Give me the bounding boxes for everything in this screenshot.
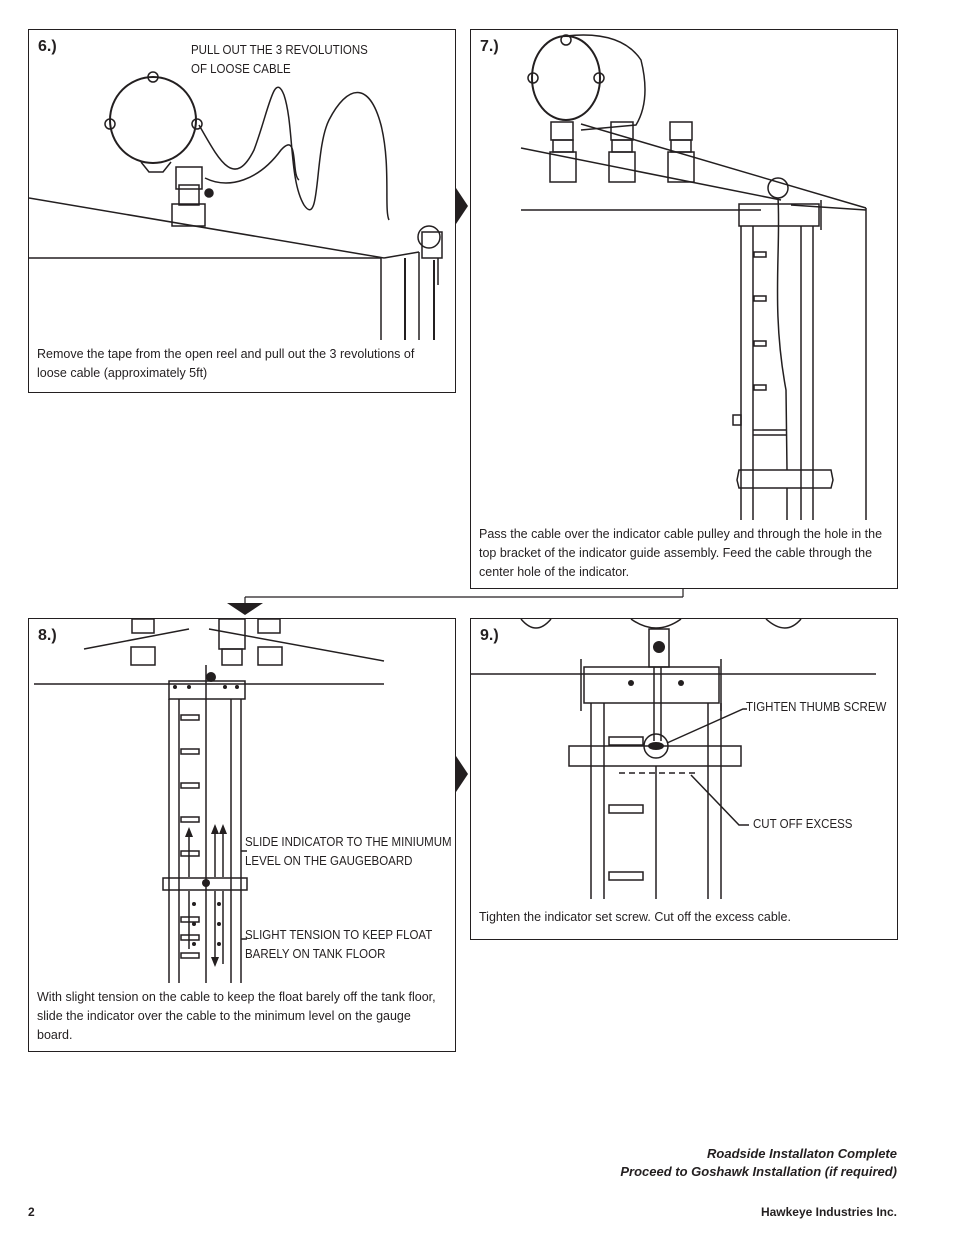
completion-note-line-2: Proceed to Goshawk Installation (if requ… — [620, 1164, 897, 1179]
step-9-callout-cut-excess: CUT OFF EXCESS — [753, 817, 853, 831]
next-arrow-right — [456, 188, 468, 224]
step-9-number: 9.) — [480, 627, 499, 644]
step-8-callout-tension-line-2: BARELY ON TANK FLOOR — [245, 947, 386, 961]
step-8-callout-slide-line-2: LEVEL ON THE GAUGEBOARD — [245, 854, 413, 868]
company-name: Hawkeye Industries Inc. — [760, 1205, 897, 1219]
step-6-number: 6.) — [38, 38, 57, 55]
caption-line: Pass the cable over the indicator cable … — [479, 527, 883, 541]
caption-line: top bracket of the indicator guide assem… — [479, 546, 873, 560]
caption-line: slide the indicator over the cable to th… — [37, 1009, 411, 1023]
step-6-callout-line-2: OF LOOSE CABLE — [191, 62, 291, 76]
next-arrow-right — [456, 756, 468, 792]
step-9-panel: 9.) TIGHTEN THUMB SCREW CUT OFF EXCESS T… — [470, 618, 898, 940]
step-7-number: 7.) — [480, 38, 499, 55]
step-9-callout-thumb-screw: TIGHTEN THUMB SCREW — [746, 700, 887, 714]
step-6-illustration — [29, 71, 443, 340]
step-6-callout-line-1: PULL OUT THE 3 REVOLUTIONS — [191, 43, 368, 57]
step-8-illustration — [34, 619, 385, 983]
completion-note: Roadside Installaton Complete Proceed to… — [620, 1145, 897, 1181]
next-arrow-down — [227, 589, 684, 615]
step-9-caption: Tighten the indicator set screw. Cut off… — [479, 908, 885, 927]
step-8-number: 8.) — [38, 627, 57, 644]
completion-note-line-1: Roadside Installaton Complete — [707, 1146, 897, 1161]
step-6-caption: Remove the tape from the open reel and p… — [37, 345, 443, 383]
page-number: 2 — [28, 1205, 35, 1219]
caption-line: With slight tension on the cable to keep… — [37, 990, 436, 1004]
step-8-callout-slide-line-1: SLIDE INDICATOR TO THE MINIUMUM — [245, 835, 452, 849]
step-6-panel: 6.) PULL OUT THE 3 REVOLUTIONS OF LOOSE … — [28, 29, 456, 393]
step-8-panel: 8.) SLIDE INDICATOR TO THE MINIUMUM LEVE… — [28, 618, 456, 1052]
step-8-caption: With slight tension on the cable to keep… — [37, 988, 443, 1045]
step-9-illustration — [471, 619, 876, 899]
caption-line: center hole of the indicator. — [479, 565, 630, 579]
step-7-panel: 7.) Pass the cable over the indicator ca… — [470, 29, 898, 589]
step-8-callout-tension-line-1: SLIGHT TENSION TO KEEP FLOAT — [245, 928, 433, 942]
caption-line: Remove the tape from the open reel and p… — [37, 347, 415, 361]
caption-line: loose cable (approximately 5ft) — [37, 366, 208, 380]
caption-line: board. — [37, 1028, 73, 1042]
step-7-caption: Pass the cable over the indicator cable … — [479, 525, 885, 582]
caption-line: Tighten the indicator set screw. Cut off… — [479, 910, 791, 924]
step-7-illustration — [520, 34, 867, 520]
